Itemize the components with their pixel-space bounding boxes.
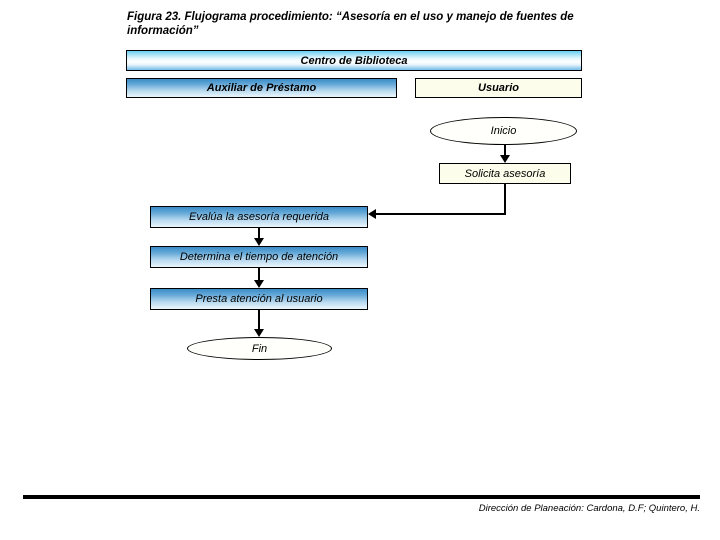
band-centro-de-biblioteca: Centro de Biblioteca — [126, 50, 582, 71]
connector-evalua-determina — [258, 228, 260, 240]
node-fin-label: Fin — [251, 342, 268, 355]
connector-solicita-evalua-vertical — [504, 184, 506, 215]
node-fin: Fin — [187, 337, 332, 360]
node-determina-label: Determina el tiempo de atención — [179, 251, 339, 263]
band-centro-label: Centro de Biblioteca — [300, 54, 408, 67]
arrow-left-icon — [368, 209, 376, 219]
arrow-down-icon — [500, 155, 510, 163]
node-inicio: Inicio — [430, 117, 577, 145]
footer-divider — [23, 495, 700, 499]
figure-title: Figura 23. Flujograma procedimiento: “As… — [127, 11, 574, 37]
node-presta-label: Presta atención al usuario — [195, 293, 323, 305]
arrow-down-icon — [254, 238, 264, 246]
node-solicita-label: Solicita asesoría — [464, 167, 546, 180]
node-inicio-label: Inicio — [490, 125, 517, 137]
lane-header-usuario: Usuario — [415, 78, 582, 98]
connector-solicita-evalua-horizontal — [375, 213, 506, 215]
node-solicita-asesoria: Solicita asesoría — [439, 163, 571, 184]
arrow-down-icon — [254, 280, 264, 288]
lane-header-auxiliar-de-prestamo: Auxiliar de Préstamo — [126, 78, 397, 98]
node-evalua-label: Evalúa la asesoría requerida — [188, 211, 330, 223]
connector-determina-presta — [258, 268, 260, 282]
arrow-down-icon — [254, 329, 264, 337]
footer-credit: Dirección de Planeación: Cardona, D.F; Q… — [478, 503, 700, 514]
node-determina-tiempo: Determina el tiempo de atención — [150, 246, 368, 268]
lane-auxiliar-label: Auxiliar de Préstamo — [206, 82, 317, 94]
node-evalua-asesoria: Evalúa la asesoría requerida — [150, 206, 368, 228]
connector-inicio-solicita — [504, 145, 506, 158]
node-presta-atencion: Presta atención al usuario — [150, 288, 368, 310]
connector-presta-fin — [258, 310, 260, 331]
lane-usuario-label: Usuario — [478, 82, 519, 94]
